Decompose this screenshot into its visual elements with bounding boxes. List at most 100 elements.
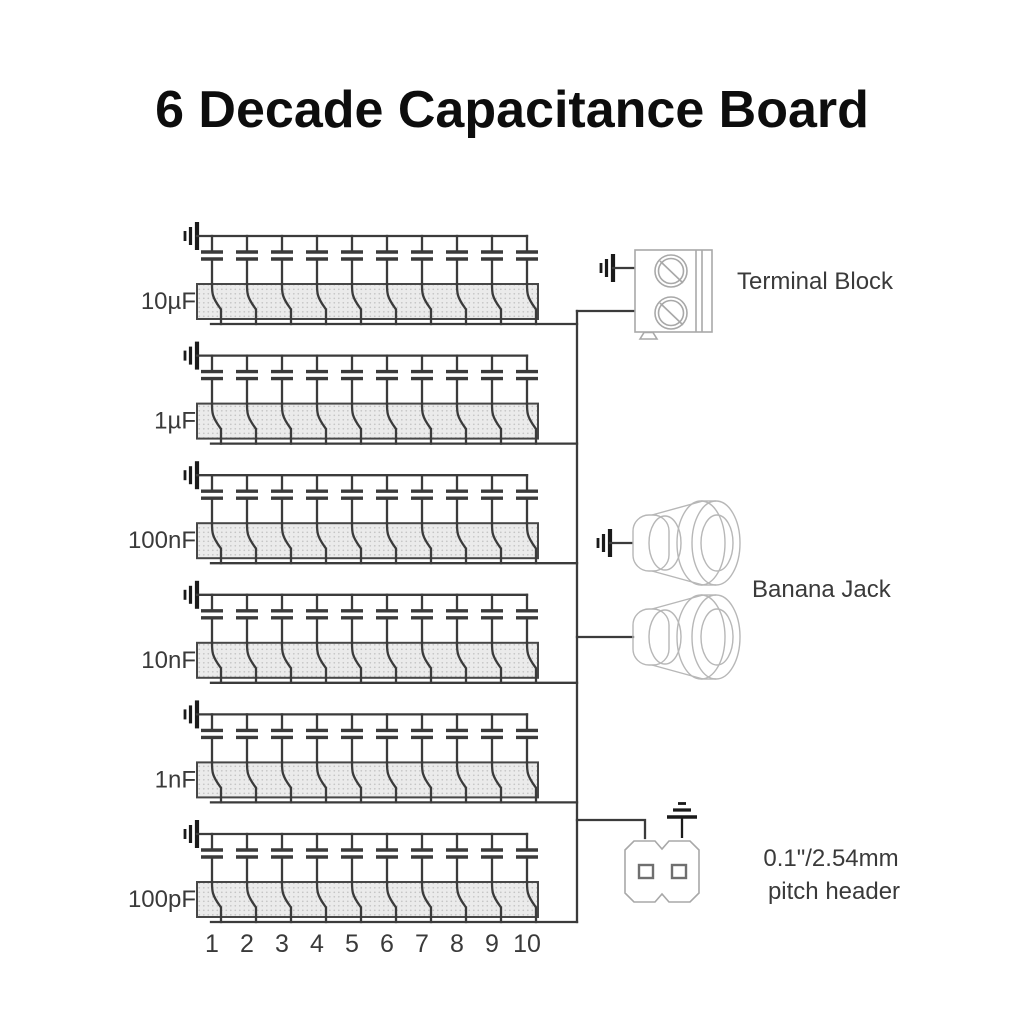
switch-icon — [210, 282, 223, 326]
capacitor-icon — [306, 593, 328, 644]
capacitor-icon — [236, 354, 258, 405]
capacitor-icon — [376, 593, 398, 644]
ground-icon — [185, 461, 197, 489]
switch-number: 4 — [310, 930, 324, 958]
dip-switch-bank — [196, 881, 539, 918]
ground-icon — [185, 700, 197, 728]
capacitor-icon — [236, 832, 258, 884]
capacitor-icon — [376, 354, 398, 405]
capacitor-icon — [411, 474, 433, 525]
capacitor-icon — [481, 593, 503, 644]
ground-icon — [601, 254, 613, 282]
switch-icon — [245, 761, 258, 804]
banana-jack-label: Banana Jack — [752, 576, 892, 603]
capacitor-icon — [481, 234, 503, 286]
capacitor-icon — [236, 234, 258, 286]
switch-icon — [210, 761, 223, 804]
output-bus — [575, 309, 647, 924]
capacitor-icon — [376, 474, 398, 525]
row-label: 100pF — [128, 886, 196, 913]
capacitor-icon — [516, 234, 538, 286]
switch-number: 1 — [205, 930, 219, 958]
switch-icon — [490, 641, 503, 684]
switch-icon — [315, 641, 328, 684]
switch-icon — [350, 641, 363, 684]
capacitor-icon — [306, 713, 328, 764]
switch-icon — [210, 641, 223, 684]
switch-icon — [490, 522, 503, 565]
ground-icon — [185, 820, 197, 848]
pitch-header-label-line1: 0.1"/2.54mm — [763, 845, 898, 872]
switch-icon — [525, 402, 538, 445]
row-label: 10nF — [141, 647, 196, 674]
capacitor-icon — [376, 234, 398, 286]
capacitor-icon — [481, 713, 503, 764]
switch-number: 10 — [513, 930, 541, 958]
switch-icon — [315, 402, 328, 445]
capacitor-icon — [446, 832, 468, 884]
dip-switch-bank — [196, 641, 539, 679]
switch-number: 2 — [240, 930, 254, 958]
switch-icon — [490, 761, 503, 804]
switch-icon — [210, 880, 223, 924]
capacitor-icon — [446, 234, 468, 286]
page-title: 6 Decade Capacitance Board — [155, 81, 869, 139]
capacitor-icon — [481, 832, 503, 884]
capacitor-icon — [516, 354, 538, 405]
capacitor-icon — [271, 713, 293, 764]
pitch-header-icon — [624, 840, 700, 903]
switch-icon — [385, 282, 398, 326]
decade-row: 1nF — [155, 700, 579, 804]
capacitor-icon — [516, 474, 538, 525]
capacitor-icon — [446, 474, 468, 525]
capacitor-icon — [271, 354, 293, 405]
switch-icon — [350, 522, 363, 565]
banana-jack-icon — [632, 594, 741, 680]
capacitor-icon — [271, 234, 293, 286]
capacitor-icon — [201, 593, 223, 644]
switch-icon — [245, 402, 258, 445]
dip-switch-bank — [196, 402, 539, 440]
capacitor-icon — [411, 713, 433, 764]
capacitor-icon — [341, 354, 363, 405]
decade-row: 1µF — [154, 342, 579, 445]
switch-icon — [420, 880, 433, 924]
ground-icon — [185, 222, 197, 250]
capacitor-icon — [201, 832, 223, 884]
switch-icon — [420, 282, 433, 326]
switch-icon — [315, 880, 328, 924]
switch-icon — [315, 282, 328, 326]
switch-icon — [280, 282, 293, 326]
switch-icon — [350, 402, 363, 445]
switch-icon — [455, 761, 468, 804]
capacitor-icon — [446, 354, 468, 405]
decade-row: 10µF — [141, 222, 579, 326]
pitch-header: 0.1"/2.54mm pitch header — [624, 802, 900, 905]
capacitor-icon — [236, 713, 258, 764]
switch-icon — [490, 880, 503, 924]
switch-icon — [245, 880, 258, 924]
dip-switch-bank — [196, 283, 539, 320]
switch-icon — [455, 641, 468, 684]
switch-icon — [245, 282, 258, 326]
ground-icon — [185, 342, 197, 370]
switch-icon — [525, 282, 538, 326]
capacitor-icon — [201, 234, 223, 286]
banana-jack-icon — [632, 500, 741, 586]
switch-icon — [455, 522, 468, 565]
capacitor-icon — [201, 713, 223, 764]
switch-icon — [280, 880, 293, 924]
ground-icon — [598, 529, 610, 557]
capacitor-icon — [516, 832, 538, 884]
capacitor-icon — [306, 474, 328, 525]
switch-icon — [385, 522, 398, 565]
capacitor-icon — [411, 354, 433, 405]
switch-icon — [525, 880, 538, 924]
decade-row: 100pF — [128, 820, 579, 924]
switch-icon — [490, 402, 503, 445]
capacitor-icon — [341, 832, 363, 884]
switch-icon — [350, 761, 363, 804]
